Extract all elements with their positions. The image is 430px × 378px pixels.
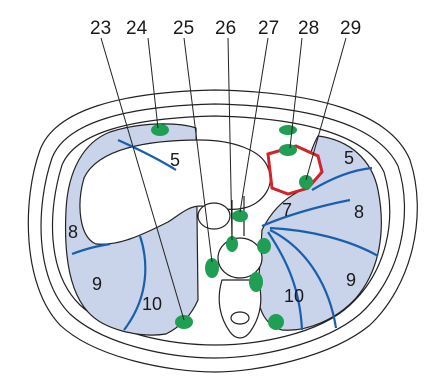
lymph-node-28 xyxy=(279,125,297,135)
left-boundary-9a xyxy=(269,229,338,329)
spinal-process xyxy=(218,279,262,339)
label-23: 23 xyxy=(90,18,111,39)
segment-boundaries xyxy=(71,138,379,331)
segment-label-right-8: 8 xyxy=(68,222,78,242)
lymph-node-paravertebral xyxy=(249,272,263,292)
leader-23 xyxy=(100,37,185,321)
segment-label-left-8: 8 xyxy=(354,202,364,222)
segment-label-left-9: 9 xyxy=(346,270,356,290)
lymph-node-29 xyxy=(299,175,313,189)
label-24: 24 xyxy=(126,18,148,39)
segment-label-left-5: 5 xyxy=(344,148,354,168)
segment-label-left-7: 7 xyxy=(282,200,292,220)
segment-label-right-9: 9 xyxy=(92,274,102,294)
lymph-nodes xyxy=(151,124,313,330)
outer-skin-line xyxy=(27,89,418,373)
leader-26 xyxy=(227,37,233,241)
leader-25 xyxy=(183,37,213,263)
left-boundary-9b xyxy=(267,231,304,331)
segment-label-right-5: 5 xyxy=(170,150,180,170)
inner-skin-line xyxy=(40,103,406,359)
lymph-node-25 xyxy=(205,258,219,278)
leader-29 xyxy=(305,37,347,181)
label-25: 25 xyxy=(173,18,194,39)
lymph-node-posterior-left xyxy=(268,314,284,330)
left-boundary-5-7 xyxy=(311,166,373,191)
left-boundary-7-8 xyxy=(261,198,351,228)
body-outline xyxy=(27,89,418,373)
right-boundary-8-9 xyxy=(71,242,111,256)
lymph-node-24 xyxy=(151,124,169,136)
lymph-node-28b xyxy=(279,144,297,156)
segment-labels: 5 8 9 10 5 7 8 9 10 xyxy=(68,148,364,314)
leader-lines xyxy=(100,37,347,321)
label-28: 28 xyxy=(298,18,319,39)
top-labels: 23 24 25 26 27 28 29 xyxy=(90,18,361,39)
segment-label-left-10: 10 xyxy=(284,286,304,306)
label-29: 29 xyxy=(340,18,361,39)
leader-28 xyxy=(289,37,303,149)
lymph-node-26 xyxy=(226,236,238,252)
chest-wall-line xyxy=(51,115,391,346)
leader-24 xyxy=(147,37,159,129)
right-boundary-9-10 xyxy=(123,235,147,331)
vertebral-body xyxy=(217,237,263,279)
leader-27 xyxy=(239,37,269,213)
lymph-node-27 xyxy=(232,210,248,222)
aorta-shape xyxy=(197,202,231,230)
label-27: 27 xyxy=(258,18,279,39)
right-boundary-5 xyxy=(117,138,177,171)
segment-label-right-10: 10 xyxy=(142,294,162,314)
spinal-canal xyxy=(230,311,250,325)
left-boundary-8-9 xyxy=(269,226,379,257)
label-26: 26 xyxy=(215,18,236,39)
lymph-node-23 xyxy=(175,315,193,329)
lymph-node-paraaortic xyxy=(257,238,271,254)
